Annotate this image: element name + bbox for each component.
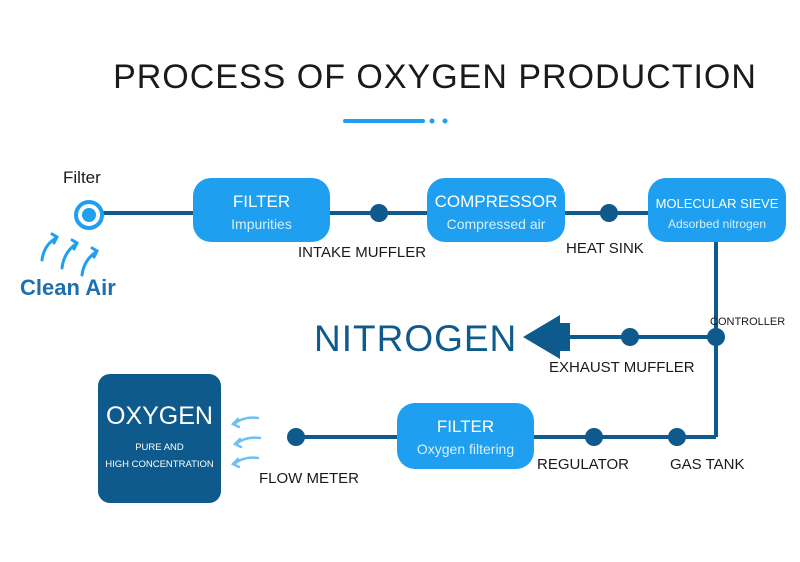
molecular-sieve-box-title: MOLECULAR SIEVE — [655, 196, 779, 211]
compressor-box-title: COMPRESSOR — [434, 192, 558, 211]
nitrogen-output-label: NITROGEN — [314, 318, 518, 359]
flow-meter-label: FLOW METER — [259, 470, 359, 487]
molecular-sieve-box-subtitle: Adsorbed nitrogen — [667, 217, 767, 231]
flow-meter-dot — [287, 428, 305, 446]
oxygen-line2: HIGH CONCENTRATION — [105, 459, 214, 470]
gas-tank-label: GAS TANK — [670, 456, 745, 473]
oxygen-line1: PURE AND — [135, 442, 184, 453]
regulator-dot — [585, 428, 603, 446]
regulator-label: REGULATOR — [537, 456, 629, 473]
clean-air-label: Clean Air — [20, 275, 116, 300]
intake-muffler-label: INTAKE MUFFLER — [298, 244, 427, 261]
controller-dot — [707, 328, 725, 346]
intake-muffler-dot — [370, 204, 388, 222]
filter-icon — [74, 200, 104, 230]
heat-sink-label: HEAT SINK — [566, 240, 644, 257]
filter-box: FILTER Impurities — [193, 178, 330, 242]
exhaust-muffler-dot — [621, 328, 639, 346]
oxygen-filter-box-subtitle: Oxygen filtering — [416, 441, 515, 457]
intake-filter-label: Filter — [63, 168, 101, 187]
compressor-box-subtitle: Compressed air — [446, 216, 546, 232]
oxygen-filter-box-title: FILTER — [436, 417, 495, 436]
gas-tank-dot — [668, 428, 686, 446]
compressor-box: COMPRESSOR Compressed air — [427, 178, 565, 242]
filter-box-subtitle: Impurities — [231, 216, 292, 232]
oxygen-filter-box: FILTER Oxygen filtering — [397, 403, 534, 469]
filter-box-title: FILTER — [232, 192, 291, 211]
heat-sink-dot — [600, 204, 618, 222]
oxygen-output-box: OXYGEN PURE AND HIGH CONCENTRATION — [98, 374, 221, 503]
page-title: PROCESS OF OXYGEN PRODUCTION — [113, 58, 757, 96]
molecular-sieve-box: MOLECULAR SIEVE Adsorbed nitrogen — [648, 178, 786, 242]
oxygen-title: OXYGEN — [106, 402, 213, 430]
exhaust-muffler-label: EXHAUST MUFFLER — [549, 359, 695, 376]
controller-label: CONTROLLER — [710, 316, 786, 328]
